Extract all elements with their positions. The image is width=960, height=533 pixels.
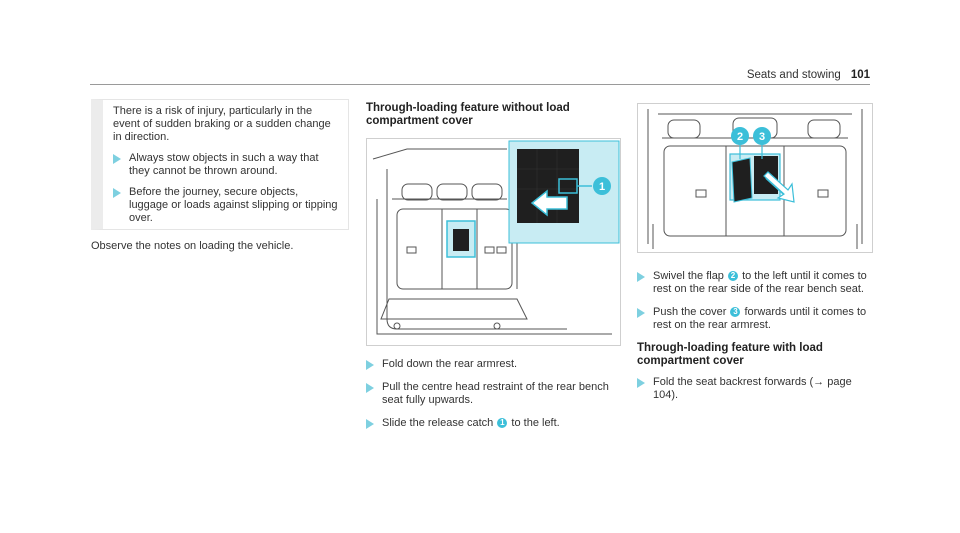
figure-release-catch: 1 <box>366 138 621 346</box>
loading-note: Observe the notes on loading the vehicle… <box>91 240 294 252</box>
warning-bullet: Before the journey, secure objects, lugg… <box>113 186 340 225</box>
bullet-arrow-icon <box>637 378 645 388</box>
step-item: Push the cover 3 forwards until it comes… <box>637 306 873 332</box>
steps-list-2: Swivel the flap 2 to the left until it c… <box>637 270 873 412</box>
step-text: Slide the release catch 1 to the left. <box>382 417 560 430</box>
flap-illustration: 2 3 <box>647 109 863 249</box>
step-text: Pull the centre head restraint of the re… <box>382 381 609 406</box>
step-text-post: to the left until it comes to rest on th… <box>653 270 867 295</box>
warning-intro: There is a risk of injury, particularly … <box>113 105 331 143</box>
step-text-post: forwards until it comes to rest on the r… <box>653 306 867 331</box>
rear-seat-illustration: 1 <box>372 140 620 335</box>
callout-badge: 2 <box>728 271 738 282</box>
running-header: Seats and stowing 101 <box>747 69 870 81</box>
step-text: Fold the seat backrest forwards (→ page … <box>653 376 852 401</box>
step-text-post: to the left. <box>511 417 560 429</box>
step-text-pre: Slide the release catch <box>382 417 494 429</box>
warning-box: There is a risk of injury, particularly … <box>91 99 349 230</box>
bullet-arrow-icon <box>113 154 121 164</box>
warning-bullet-text: Always stow objects in such a way that t… <box>129 152 319 177</box>
bullet-arrow-icon <box>637 272 645 282</box>
bullet-arrow-icon <box>366 419 374 429</box>
callout-3: 3 <box>759 131 765 143</box>
step-item: Slide the release catch 1 to the left. <box>366 417 622 430</box>
section-heading: Through-loading feature without load com… <box>366 102 570 127</box>
step-text-pre: Swivel the flap <box>653 270 724 282</box>
step-text-pre: Push the cover <box>653 306 727 318</box>
callout-1: 1 <box>599 181 605 193</box>
bullet-arrow-icon <box>366 360 374 370</box>
header-divider <box>90 84 870 85</box>
steps-list-1: Fold down the rear armrest. Pull the cen… <box>366 358 622 440</box>
figure-flap-cover: 2 3 <box>637 103 873 253</box>
step-item: Pull the centre head restraint of the re… <box>366 381 622 407</box>
callout-2: 2 <box>737 131 743 143</box>
page-number: 101 <box>850 69 870 81</box>
bullet-arrow-icon <box>113 188 121 198</box>
warning-bullet: Always stow objects in such a way that t… <box>113 152 340 178</box>
step-item: Fold down the rear armrest. <box>366 358 622 371</box>
section-without-cover: Through-loading feature without load com… <box>366 102 622 128</box>
callout-badge: 3 <box>730 307 741 318</box>
step-text: Swivel the flap 2 to the left until it c… <box>653 270 873 296</box>
step-text: Fold down the rear armrest. <box>382 358 518 370</box>
step-text: Push the cover 3 forwards until it comes… <box>653 306 873 332</box>
callout-badge: 1 <box>497 418 508 429</box>
bullet-arrow-icon <box>366 383 374 393</box>
bullet-arrow-icon <box>637 308 645 318</box>
step-item: Swivel the flap 2 to the left until it c… <box>637 270 873 296</box>
section-heading: Through-loading feature with load compar… <box>637 342 823 367</box>
section-title: Seats and stowing <box>746 69 841 81</box>
warning-bullet-text: Before the journey, secure objects, lugg… <box>129 186 338 224</box>
step-item: Fold the seat backrest forwards (→ page … <box>637 376 873 402</box>
